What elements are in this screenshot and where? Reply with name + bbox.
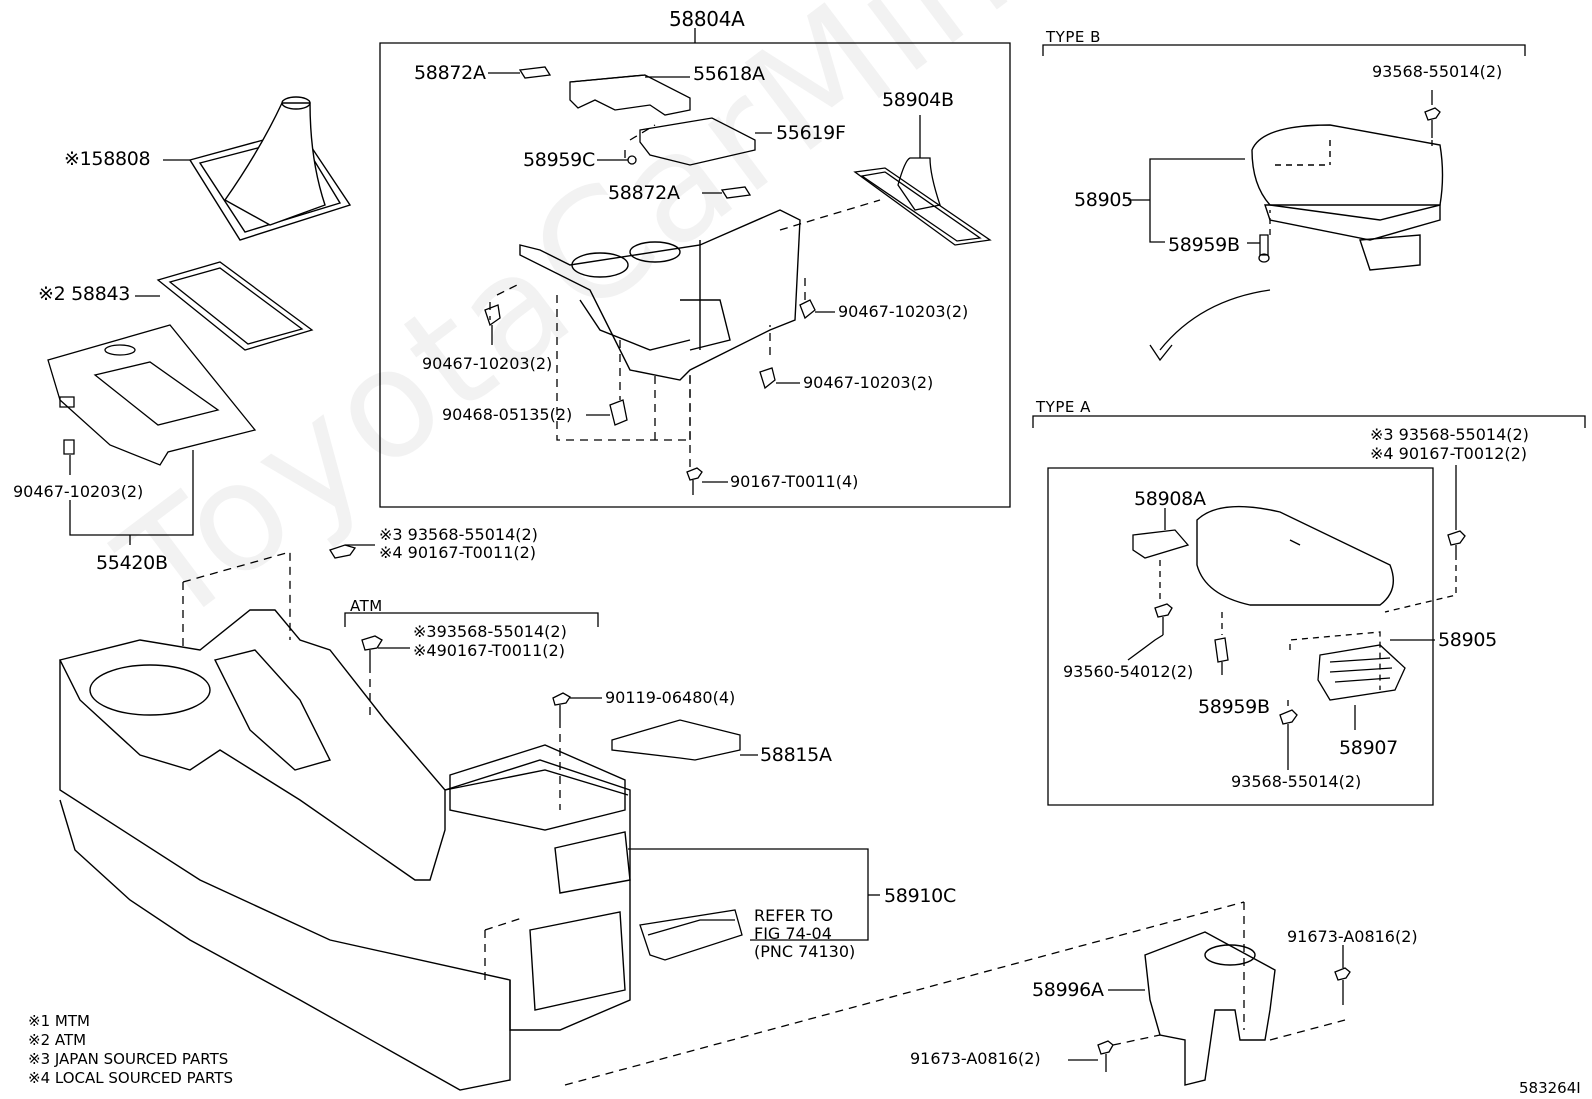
label-58959C: 58959C [523,149,595,171]
label-58996A: 58996A [1032,979,1104,1001]
label-55420B: 55420B [96,552,168,574]
shift-bezel-part [158,262,312,350]
label-90167-atm: ※490167-T0011(2) [413,641,565,660]
label-90167-t0011-4: 90167-T0011(4) [730,472,859,491]
pad-part-58872A-top [520,67,550,78]
shift-boot-part [190,97,350,240]
screw-part-93568-a-bottom [1280,710,1297,770]
screw-part-91673-top [1335,968,1350,1005]
lid-part-58815A [612,720,740,760]
label-refer-line2: FIG 74-04 [754,924,832,943]
group-box-58804A [380,43,1010,507]
screw-part-a [330,545,355,558]
label-93568-type-a: ※3 93568-55014(2) [1370,425,1529,444]
label-58843: ※2 58843 [38,283,131,305]
label-refer-line1: REFER TO [754,906,834,925]
label-58910C: 58910C [884,885,956,907]
lid-part-55618A [570,75,690,115]
label-58959B-type-a: 58959B [1198,696,1270,718]
type-b-bracket [1043,45,1525,56]
label-93560: 93560-54012(2) [1063,662,1194,681]
screw-part-90119 [553,693,570,720]
armrest-part-type-b [1252,125,1443,270]
bracket-part-58996A [1145,932,1275,1085]
label-58905-type-b: 58905 [1074,189,1133,211]
screw-part-atm [362,636,382,665]
hinge-part-58908A [1133,530,1188,558]
label-93568-type-b: 93568-55014(2) [1372,62,1503,81]
boot-part-58904B [855,158,990,245]
lower-console-part [60,610,630,1090]
label-58808: ※158808 [64,148,151,170]
label-91673-top: 91673-A0816(2) [1287,927,1418,946]
note-2: ※2 ATM [28,1031,87,1049]
console-panel-part [48,325,255,465]
label-58908A: 58908A [1134,488,1206,510]
note-4: ※4 LOCAL SOURCED PARTS [28,1069,233,1087]
label-90468: 90468-05135(2) [442,405,573,424]
clip-part-4 [610,400,627,425]
label-58905-type-a: 58905 [1438,629,1497,651]
clip-part-1 [485,305,500,345]
label-58815A: 58815A [760,744,832,766]
latch-part-58907 [1318,645,1405,700]
label-90167-a: ※4 90167-T0011(2) [379,543,537,562]
clip-part-2 [800,300,815,318]
label-93568-type-a-bottom: 93568-55014(2) [1231,772,1362,791]
label-atm-group: ATM [350,597,383,615]
type-a-box [1048,468,1433,805]
label-90467-left: 90467-10203(2) [422,354,553,373]
label-58959B-type-b: 58959B [1168,234,1240,256]
label-90467-right-2: 90467-10203(2) [803,373,934,392]
screw-part-90167-4 [687,468,702,495]
atm-bracket [345,613,598,627]
label-58904B: 58904B [882,89,954,111]
label-91673-bottom: 91673-A0816(2) [910,1049,1041,1068]
ashtray-part [640,910,742,960]
label-90167-type-a: ※4 90167-T0012(2) [1370,444,1528,463]
pin-part-58959B-b [1259,235,1269,262]
pad-part-58872A-mid [722,187,750,198]
type-a-bracket [1033,416,1585,428]
armrest-part-type-a [1197,507,1393,605]
pin-part-58959B-a [1215,638,1228,662]
label-58804A: 58804A [669,7,745,31]
diagram-reference-id: 583264I [1519,1079,1581,1097]
label-58907: 58907 [1339,737,1398,759]
screw-part-91673-bottom [1098,1041,1113,1072]
label-90467-left-panel: 90467-10203(2) [13,482,144,501]
screw-part-93560 [1155,604,1172,635]
clip-part-3 [760,368,775,388]
label-90467-right-1: 90467-10203(2) [838,302,969,321]
note-1: ※1 MTM [28,1012,90,1030]
label-55619F: 55619F [776,122,846,144]
label-type-b: TYPE B [1046,28,1101,46]
curved-arrow [1160,290,1270,350]
note-3: ※3 JAPAN SOURCED PARTS [28,1050,229,1068]
cup-holder-part [520,210,800,380]
label-type-a: TYPE A [1036,398,1091,416]
lid-part-55619F [640,118,755,165]
label-58872A-mid: 58872A [608,182,680,204]
label-93568-a: ※3 93568-55014(2) [379,525,538,544]
label-90119: 90119-06480(4) [605,688,736,707]
label-58872A-top: 58872A [414,62,486,84]
screw-part-93568-typea-top [1448,531,1465,560]
label-refer-line3: (PNC 74130) [754,942,856,961]
label-93568-atm: ※393568-55014(2) [413,622,567,641]
screw-part-93568-b [1425,108,1440,138]
cap-part-58959C [628,156,636,164]
label-55618A: 55618A [693,63,765,85]
